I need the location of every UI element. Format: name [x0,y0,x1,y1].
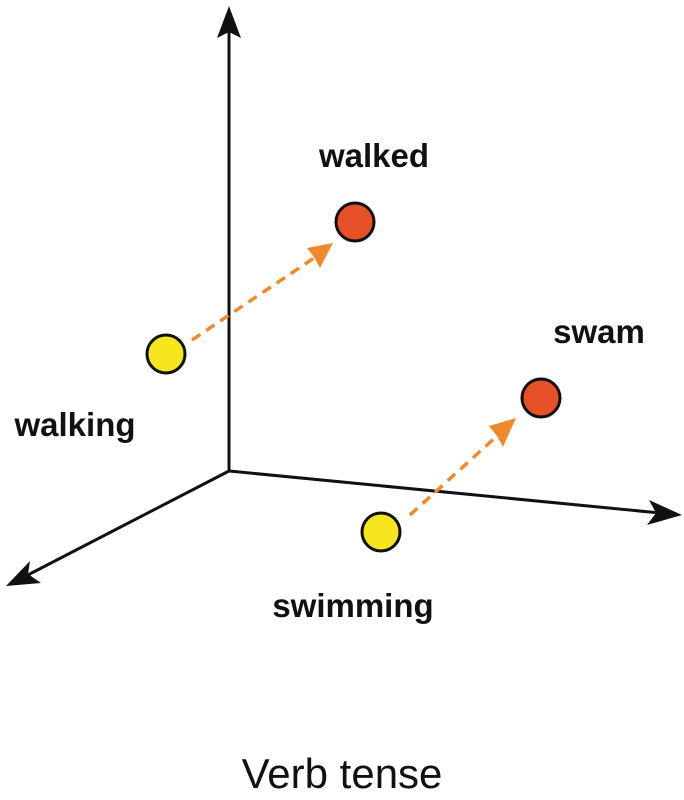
label-walked: walked [318,137,429,174]
label-swimming: swimming [272,587,433,624]
depth-axis-arrowhead [6,561,41,586]
relation-arrowhead-walking-walked [307,243,333,268]
relation-arrow-walking-walked [191,256,315,342]
point-swimming [360,511,402,553]
label-walking: walking [13,406,135,443]
point-walked [334,201,376,243]
relation-arrows [191,243,516,517]
point-walking [145,333,187,375]
vertical-axis-arrowhead [217,6,241,38]
relation-arrow-swimming-swam [408,434,499,517]
horizontal-axis-arrowhead [647,500,682,525]
horizontal-axis [228,469,661,515]
label-swam: swam [553,313,645,350]
points [145,201,562,553]
point-swam [520,377,562,419]
relation-arrowhead-swimming-swam [489,418,516,447]
diagram-caption: Verb tense [242,750,443,797]
depth-axis [21,469,230,580]
word-labels: walked swam walking swimming [13,137,644,624]
axes [6,6,682,586]
